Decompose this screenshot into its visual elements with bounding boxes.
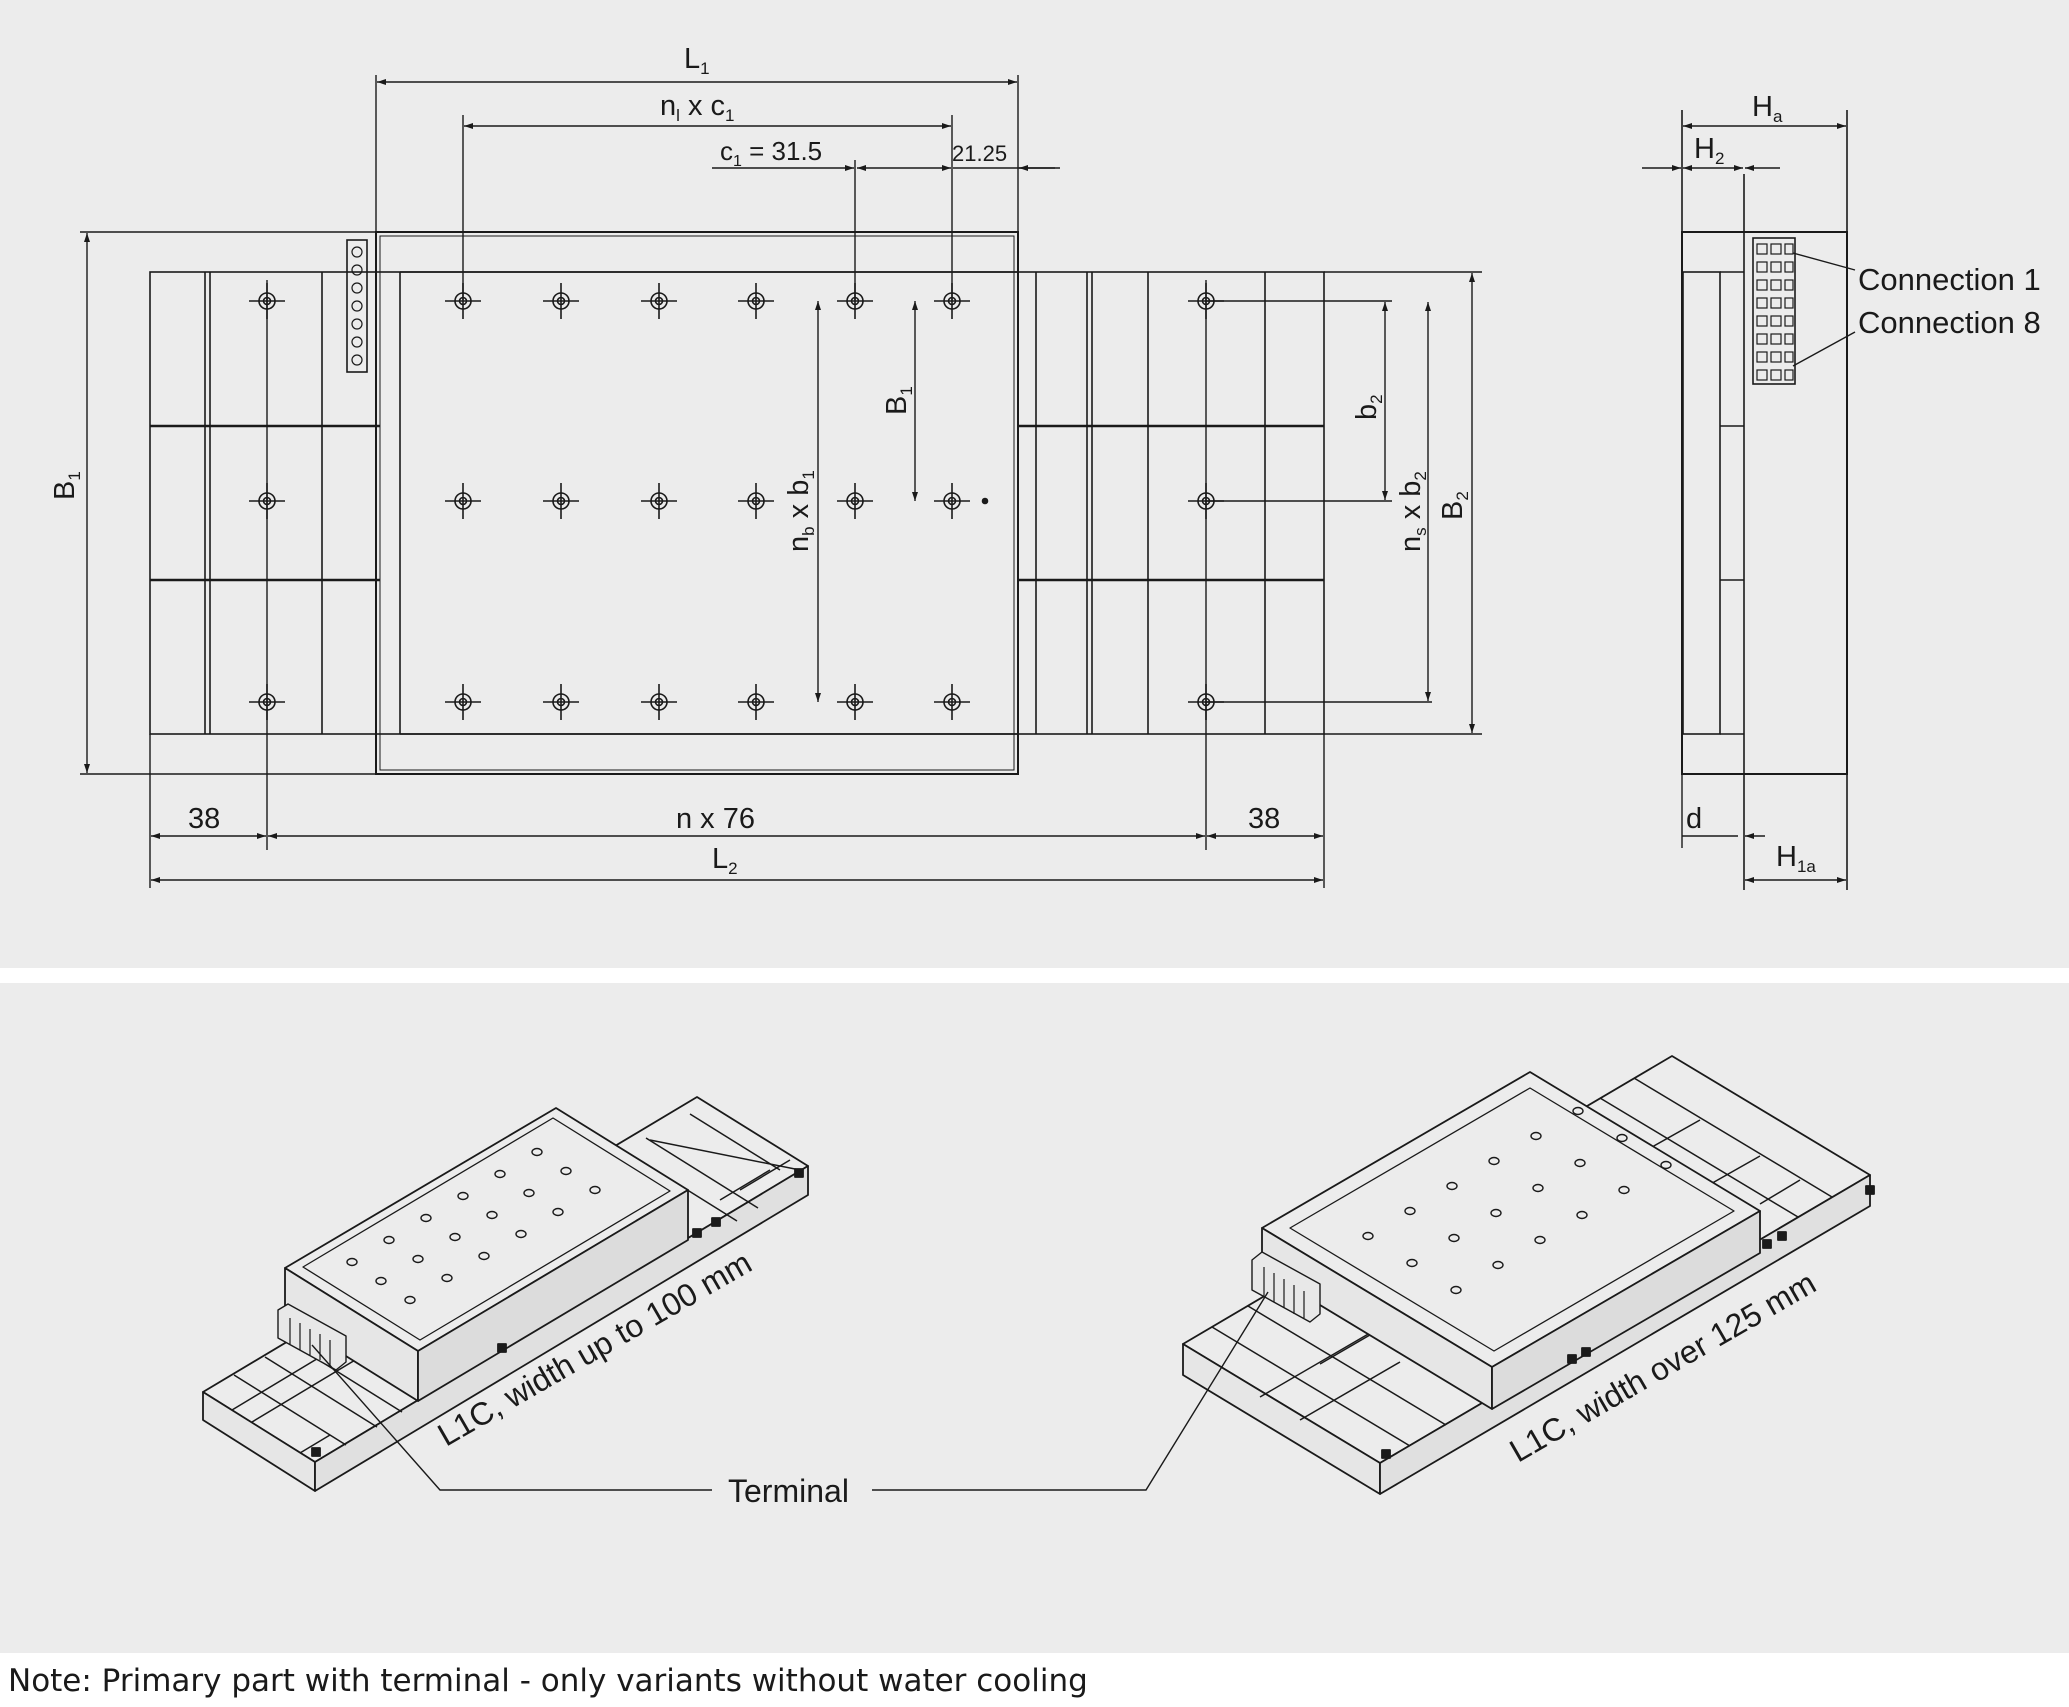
dim-B1-outer: B1: [49, 471, 84, 500]
mounting-hole: [1490, 1208, 1502, 1218]
mounting-hole: [1532, 1183, 1544, 1193]
label-terminal: Terminal: [728, 1473, 849, 1509]
mounting-hole: [404, 1295, 416, 1305]
side-view-dimensions: [1642, 123, 1846, 883]
mounting-hole: [1446, 1181, 1458, 1191]
mounting-hole: [1450, 1285, 1462, 1295]
top-view-drawing: [149, 231, 1325, 775]
mounting-hole: [1534, 1235, 1546, 1245]
mounting-holes: [249, 283, 1224, 720]
mounting-hole: [441, 1273, 453, 1283]
mounting-hole: [383, 1235, 395, 1245]
technical-drawing-panel: [0, 0, 2069, 968]
isometric-left-unit: [202, 1096, 809, 1492]
mounting-hole: [523, 1188, 535, 1198]
dim-H2: H2: [1694, 133, 1724, 168]
dim-b2: b2: [1351, 394, 1386, 420]
dim-38-left: 38: [188, 803, 220, 835]
side-view-drawing: [1681, 110, 1856, 890]
isometric-right-unit: [1182, 1055, 1875, 1495]
mounting-hole: [486, 1210, 498, 1220]
mounting-hole: [420, 1213, 432, 1223]
dim-d: d: [1686, 803, 1702, 835]
dim-nl-x-c1: nl x c1: [660, 90, 735, 125]
mounting-hole: [494, 1169, 506, 1179]
mounting-hole: [1448, 1233, 1460, 1243]
dim-ns-x-b2: ns x b2: [1395, 471, 1430, 552]
isometric-left-holes: [346, 1147, 601, 1305]
mounting-hole: [552, 1207, 564, 1217]
mounting-hole: [478, 1251, 490, 1261]
mounting-hole: [1616, 1133, 1628, 1143]
footnote: Note: Primary part with terminal - only …: [8, 1663, 1088, 1699]
mounting-hole: [1618, 1185, 1630, 1195]
mounting-hole: [1406, 1258, 1418, 1268]
mounting-hole: [589, 1185, 601, 1195]
dim-c1: c1 = 31.5: [720, 136, 822, 170]
mounting-hole: [1576, 1210, 1588, 1220]
mounting-hole: [412, 1254, 424, 1264]
mounting-hole: [560, 1166, 572, 1176]
mounting-hole: [1660, 1160, 1672, 1170]
mounting-hole: [1404, 1206, 1416, 1216]
dim-21-25: 21.25: [952, 141, 1007, 166]
dim-B2: B2: [1437, 491, 1472, 520]
mounting-hole: [375, 1276, 387, 1286]
mounting-hole: [1492, 1260, 1504, 1270]
mounting-hole: [449, 1232, 461, 1242]
mounting-hole: [1574, 1158, 1586, 1168]
dim-n-x-76: n x 76: [676, 803, 755, 835]
mounting-hole: [1362, 1231, 1374, 1241]
isometric-right-holes: [1362, 1106, 1672, 1295]
terminal-leader-lines: [311, 1291, 1269, 1491]
mounting-hole: [531, 1147, 543, 1157]
mounting-hole: [346, 1257, 358, 1267]
dim-H1a: H1a: [1776, 841, 1816, 876]
mounting-hole: [457, 1191, 469, 1201]
dim-Ha: Ha: [1752, 91, 1783, 126]
side-view-labels: Ha H2 d H1a Connection 1 Connection 8: [1686, 91, 2041, 876]
dim-38-right: 38: [1248, 803, 1280, 835]
connection-1-label: Connection 1: [1858, 262, 2041, 297]
connection-8-label: Connection 8: [1858, 305, 2041, 340]
mounting-hole: [1530, 1131, 1542, 1141]
mounting-hole: [1488, 1156, 1500, 1166]
dim-B1-inner: B1: [881, 386, 916, 415]
top-view-dimensions: [80, 75, 1482, 888]
mounting-hole: [515, 1229, 527, 1239]
dim-L2: L2: [712, 843, 738, 878]
dim-L1: L1: [684, 43, 710, 78]
mounting-hole: [1572, 1106, 1584, 1116]
dim-nb-x-b1: nb x b1: [783, 470, 818, 552]
top-view-labels: L1 nl x c1 c1 = 31.5 21.25 B1 nb x b1 B1…: [49, 43, 1472, 878]
